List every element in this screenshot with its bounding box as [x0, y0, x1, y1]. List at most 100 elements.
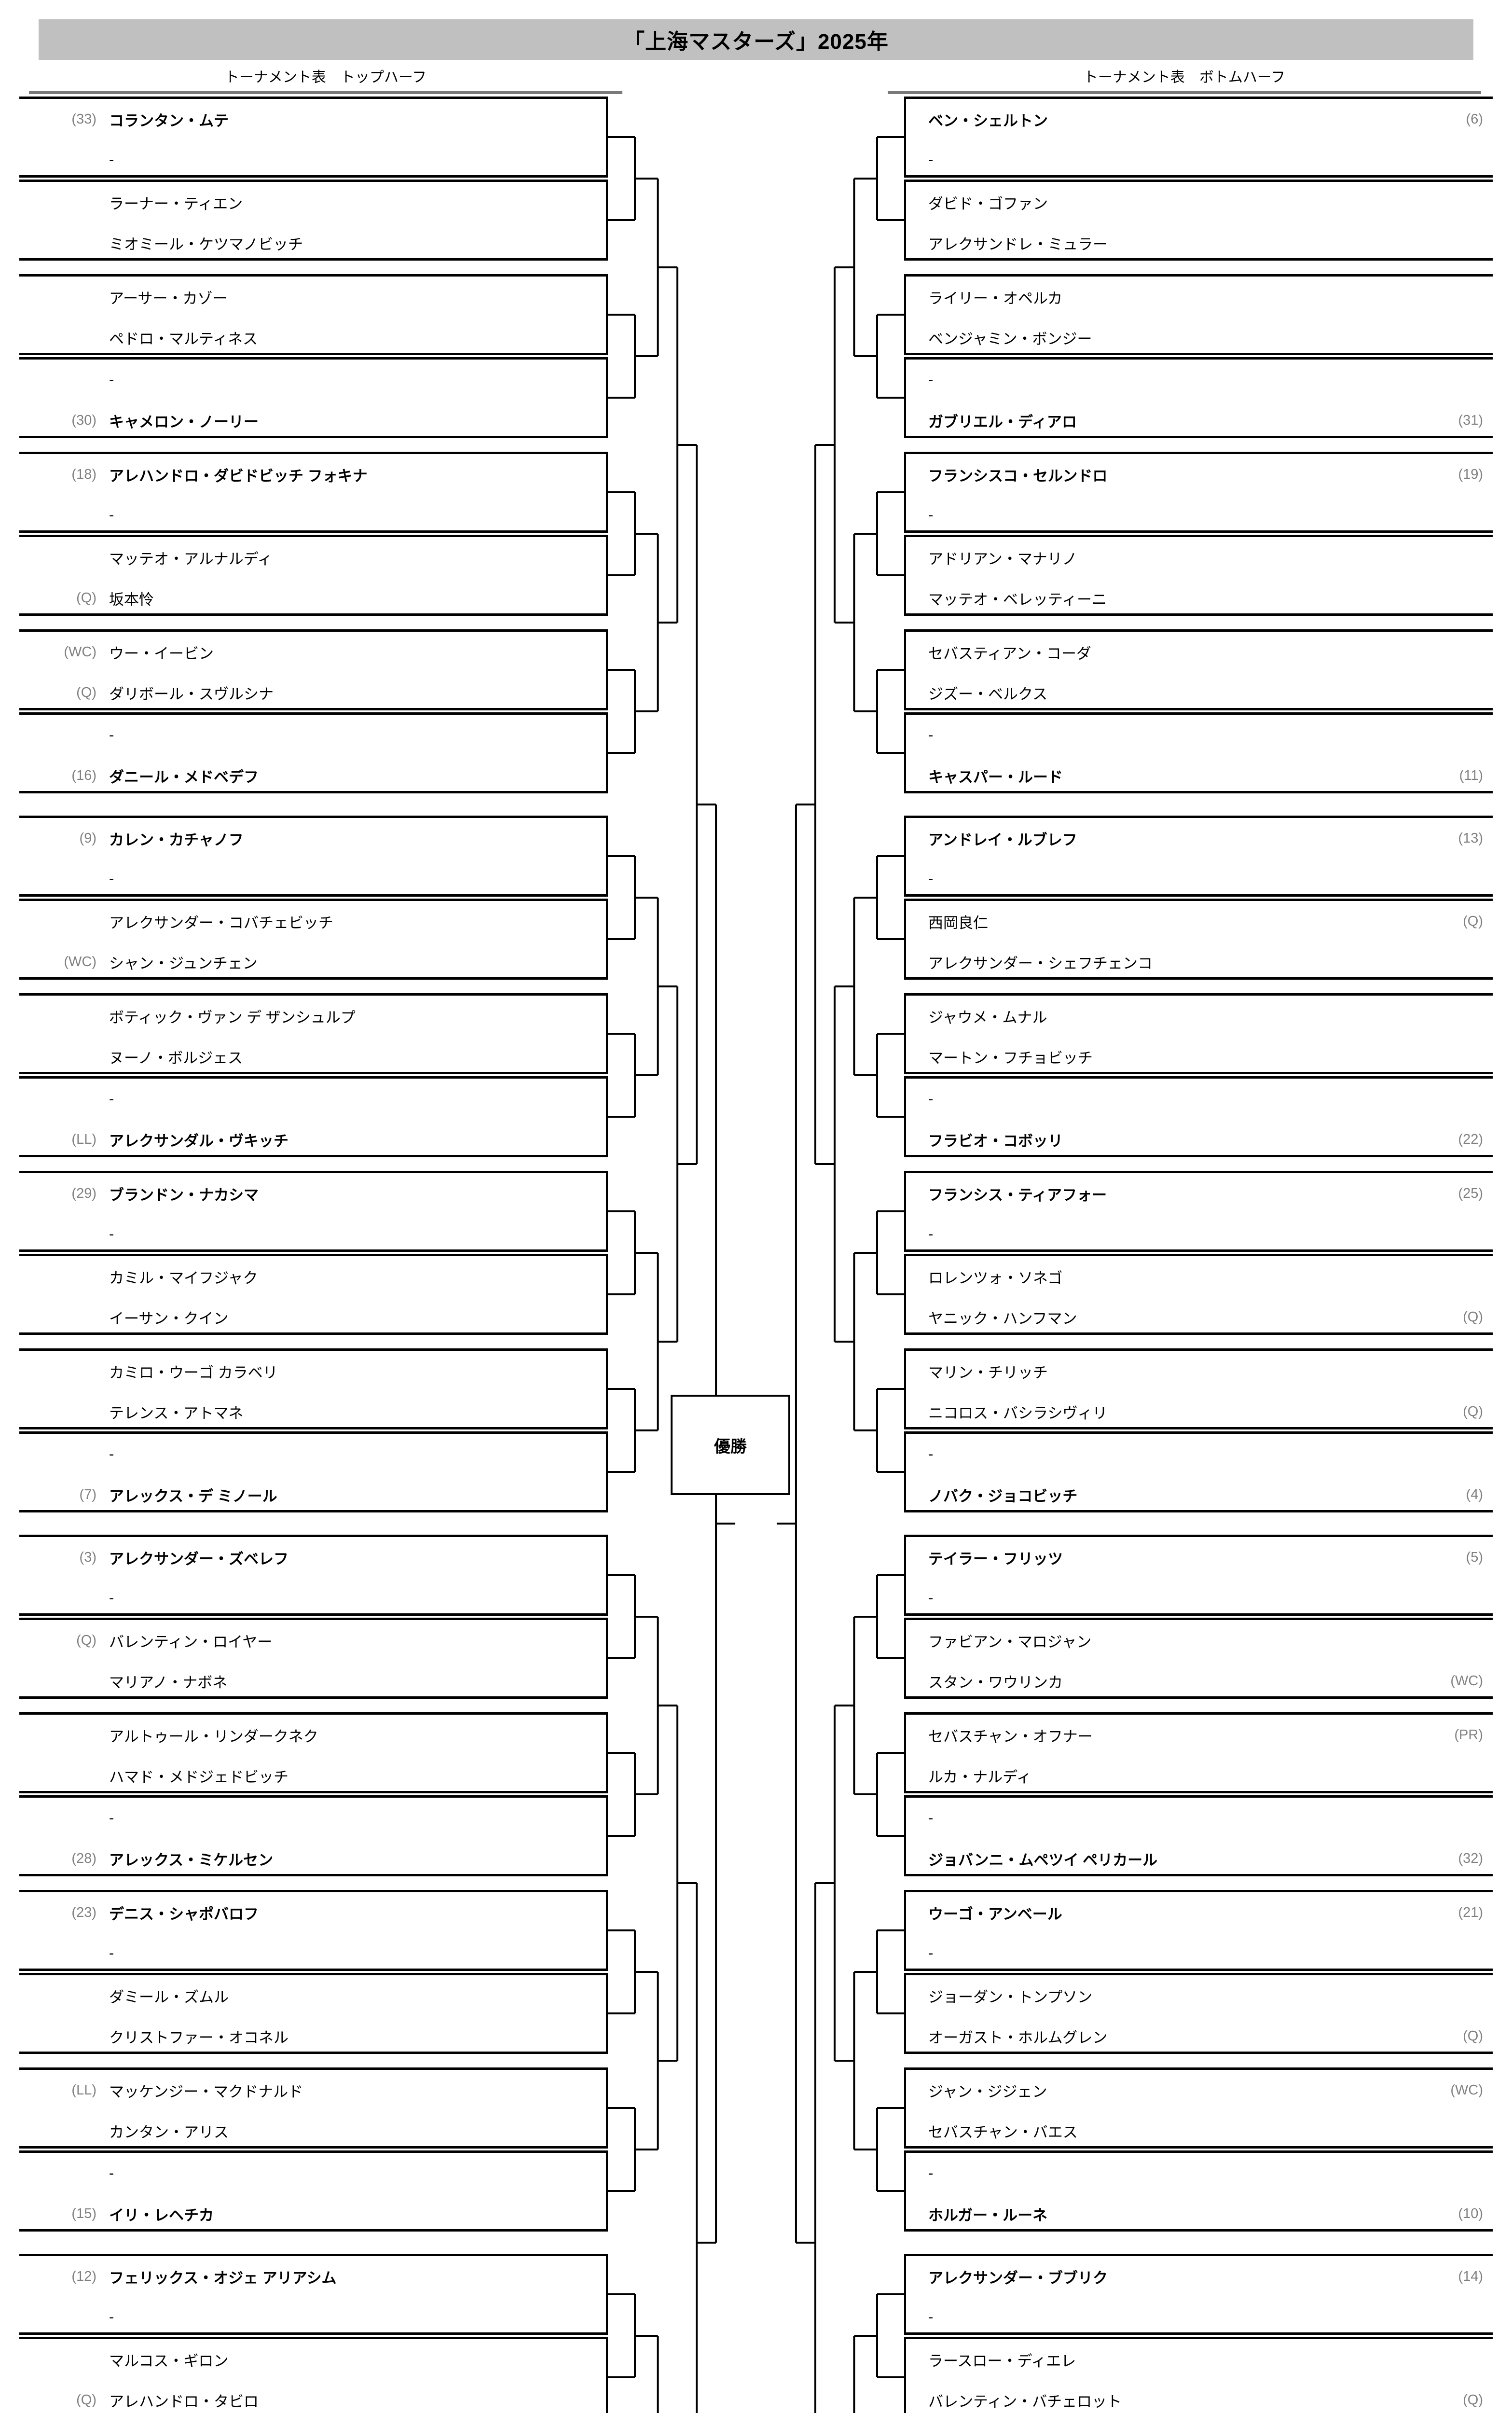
- player-slot[interactable]: -: [19, 1933, 606, 1973]
- player-slot[interactable]: マリン・チリッチ: [906, 1351, 1493, 1391]
- player-slot[interactable]: アドリアン・マナリノ: [906, 537, 1493, 578]
- player-slot[interactable]: -: [19, 1214, 606, 1254]
- player-slot[interactable]: (Q)ダリボール・スヴルシナ: [19, 672, 606, 713]
- player-slot[interactable]: -: [19, 715, 606, 755]
- player-slot[interactable]: (12)フェリックス・オジェ アリアシム: [19, 2256, 606, 2297]
- player-slot[interactable]: ペドロ・マルティネス: [19, 317, 606, 358]
- player-slot[interactable]: (14)アレクサンダー・ブブリク: [906, 2256, 1493, 2297]
- player-slot[interactable]: (Q)アレハンドロ・タビロ: [19, 2380, 606, 2413]
- player-slot[interactable]: (10)ホルガー・ルーネ: [906, 2193, 1493, 2234]
- player-slot[interactable]: ハマド・メドジェドビッチ: [19, 1755, 606, 1796]
- player-slot[interactable]: (28)アレックス・ミケルセン: [19, 1838, 606, 1879]
- player-slot[interactable]: (LL)マッケンジー・マクドナルド: [19, 2070, 606, 2110]
- player-slot[interactable]: マルコス・ギロン: [19, 2339, 606, 2380]
- player-slot[interactable]: (31)ガブリエル・ディアロ: [906, 400, 1493, 441]
- player-slot[interactable]: (9)カレン・カチャノフ: [19, 818, 606, 859]
- player-slot[interactable]: ラーナー・ティエン: [19, 182, 606, 222]
- player-slot[interactable]: ダミール・ズムル: [19, 1975, 606, 2016]
- player-slot[interactable]: テレンス・アトマネ: [19, 1391, 606, 1432]
- player-slot[interactable]: (13)アンドレイ・ルブレフ: [906, 818, 1493, 859]
- player-slot[interactable]: ヌーノ・ボルジェス: [19, 1036, 606, 1077]
- player-slot[interactable]: (30)キャメロン・ノーリー: [19, 400, 606, 441]
- player-slot[interactable]: セバスチャン・バエス: [906, 2110, 1493, 2151]
- player-slot[interactable]: (18)アレハンドロ・ダビドビッチ フォキナ: [19, 454, 606, 495]
- player-slot[interactable]: (21)ウーゴ・アンベール: [906, 1892, 1493, 1933]
- player-slot[interactable]: (Q)バレンティン・ロイヤー: [19, 1620, 606, 1661]
- player-slot[interactable]: ベンジャミン・ボンジー: [906, 317, 1493, 358]
- player-slot[interactable]: マッテオ・アルナルディ: [19, 537, 606, 578]
- player-slot[interactable]: (25)フランシス・ティアフォー: [906, 1173, 1493, 1214]
- player-slot[interactable]: アルトゥール・リンダークネク: [19, 1715, 606, 1755]
- player-slot[interactable]: マートン・フチョビッチ: [906, 1036, 1493, 1077]
- player-slot[interactable]: -: [906, 1079, 1493, 1119]
- player-slot[interactable]: マリアノ・ナボネ: [19, 1661, 606, 1701]
- player-slot[interactable]: -: [19, 1798, 606, 1838]
- player-slot[interactable]: カミロ・ウーゴ カラベリ: [19, 1351, 606, 1391]
- player-slot[interactable]: (4)ノバク・ジョコビッチ: [906, 1474, 1493, 1515]
- player-slot[interactable]: (16)ダニール・メドベデフ: [19, 755, 606, 796]
- player-slot[interactable]: -: [906, 360, 1493, 400]
- player-slot[interactable]: -: [19, 495, 606, 535]
- player-slot[interactable]: -: [906, 1434, 1493, 1474]
- player-slot[interactable]: -: [906, 1933, 1493, 1973]
- player-slot[interactable]: ボティック・ヴァン デ ザンシュルプ: [19, 996, 606, 1036]
- player-slot[interactable]: (6)ベン・シェルトン: [906, 99, 1493, 139]
- player-slot[interactable]: カンタン・アリス: [19, 2110, 606, 2151]
- player-slot[interactable]: (32)ジョバンニ・ムペツイ ペリカール: [906, 1838, 1493, 1879]
- player-slot[interactable]: (29)ブランドン・ナカシマ: [19, 1173, 606, 1214]
- player-slot[interactable]: -: [19, 1578, 606, 1618]
- player-slot[interactable]: (WC)ジャン・ジジェン: [906, 2070, 1493, 2110]
- player-slot[interactable]: -: [906, 139, 1493, 180]
- player-slot[interactable]: アレクサンドレ・ミュラー: [906, 222, 1493, 263]
- player-slot[interactable]: ジョーダン・トンプソン: [906, 1975, 1493, 2016]
- player-slot[interactable]: (19)フランシスコ・セルンドロ: [906, 454, 1493, 495]
- player-slot[interactable]: (7)アレックス・デ ミノール: [19, 1474, 606, 1515]
- player-slot[interactable]: (15)イリ・レヘチカ: [19, 2193, 606, 2234]
- player-slot[interactable]: -: [19, 1434, 606, 1474]
- player-slot[interactable]: (WC)シャン・ジュンチェン: [19, 942, 606, 982]
- player-slot[interactable]: ラースロー・ディエレ: [906, 2339, 1493, 2380]
- player-slot[interactable]: -: [906, 1214, 1493, 1254]
- player-slot[interactable]: (Q)西岡良仁: [906, 901, 1493, 942]
- player-slot[interactable]: ジャウメ・ムナル: [906, 996, 1493, 1036]
- player-slot[interactable]: アレクサンダー・コバチェビッチ: [19, 901, 606, 942]
- player-slot[interactable]: -: [19, 2153, 606, 2193]
- player-slot[interactable]: (33)コランタン・ムテ: [19, 99, 606, 139]
- player-slot[interactable]: (Q)ヤニック・ハンフマン: [906, 1297, 1493, 1337]
- player-slot[interactable]: (5)テイラー・フリッツ: [906, 1537, 1493, 1578]
- player-slot[interactable]: (PR)セバスチャン・オフナー: [906, 1715, 1493, 1755]
- player-slot[interactable]: (WC)ウー・イービン: [19, 632, 606, 672]
- player-slot[interactable]: -: [19, 360, 606, 400]
- player-slot[interactable]: (Q)坂本怜: [19, 578, 606, 618]
- player-slot[interactable]: (Q)オーガスト・ホルムグレン: [906, 2016, 1493, 2056]
- player-slot[interactable]: -: [19, 1079, 606, 1119]
- player-slot[interactable]: -: [906, 1798, 1493, 1838]
- player-slot[interactable]: -: [906, 1578, 1493, 1618]
- player-slot[interactable]: -: [19, 139, 606, 180]
- player-slot[interactable]: ダビド・ゴファン: [906, 182, 1493, 222]
- player-slot[interactable]: (23)デニス・シャポバロフ: [19, 1892, 606, 1933]
- player-slot[interactable]: マッテオ・ベレッティーニ: [906, 578, 1493, 618]
- player-slot[interactable]: (Q)バレンティン・バチェロット: [906, 2380, 1493, 2413]
- player-slot[interactable]: カミル・マイフジャク: [19, 1256, 606, 1297]
- player-slot[interactable]: -: [906, 2153, 1493, 2193]
- player-slot[interactable]: (3)アレクサンダー・ズベレフ: [19, 1537, 606, 1578]
- player-slot[interactable]: ルカ・ナルディ: [906, 1755, 1493, 1796]
- player-slot[interactable]: ミオミール・ケツマノビッチ: [19, 222, 606, 263]
- player-slot[interactable]: (22)フラビオ・コボッリ: [906, 1119, 1493, 1160]
- player-slot[interactable]: (Q)ニコロス・バシラシヴィリ: [906, 1391, 1493, 1432]
- player-slot[interactable]: -: [906, 859, 1493, 899]
- player-slot[interactable]: -: [906, 2297, 1493, 2337]
- player-slot[interactable]: ファビアン・マロジャン: [906, 1620, 1493, 1661]
- player-slot[interactable]: -: [19, 859, 606, 899]
- player-slot[interactable]: アーサー・カゾー: [19, 277, 606, 317]
- player-slot[interactable]: (LL)アレクサンダル・ヴキッチ: [19, 1119, 606, 1160]
- player-slot[interactable]: (11)キャスパー・ルード: [906, 755, 1493, 796]
- player-slot[interactable]: アレクサンダー・シェフチェンコ: [906, 942, 1493, 982]
- player-slot[interactable]: (WC)スタン・ワウリンカ: [906, 1661, 1493, 1701]
- player-slot[interactable]: セバスティアン・コーダ: [906, 632, 1493, 672]
- player-slot[interactable]: -: [906, 715, 1493, 755]
- player-slot[interactable]: クリストファー・オコネル: [19, 2016, 606, 2056]
- player-slot[interactable]: イーサン・クイン: [19, 1297, 606, 1337]
- player-slot[interactable]: -: [19, 2297, 606, 2337]
